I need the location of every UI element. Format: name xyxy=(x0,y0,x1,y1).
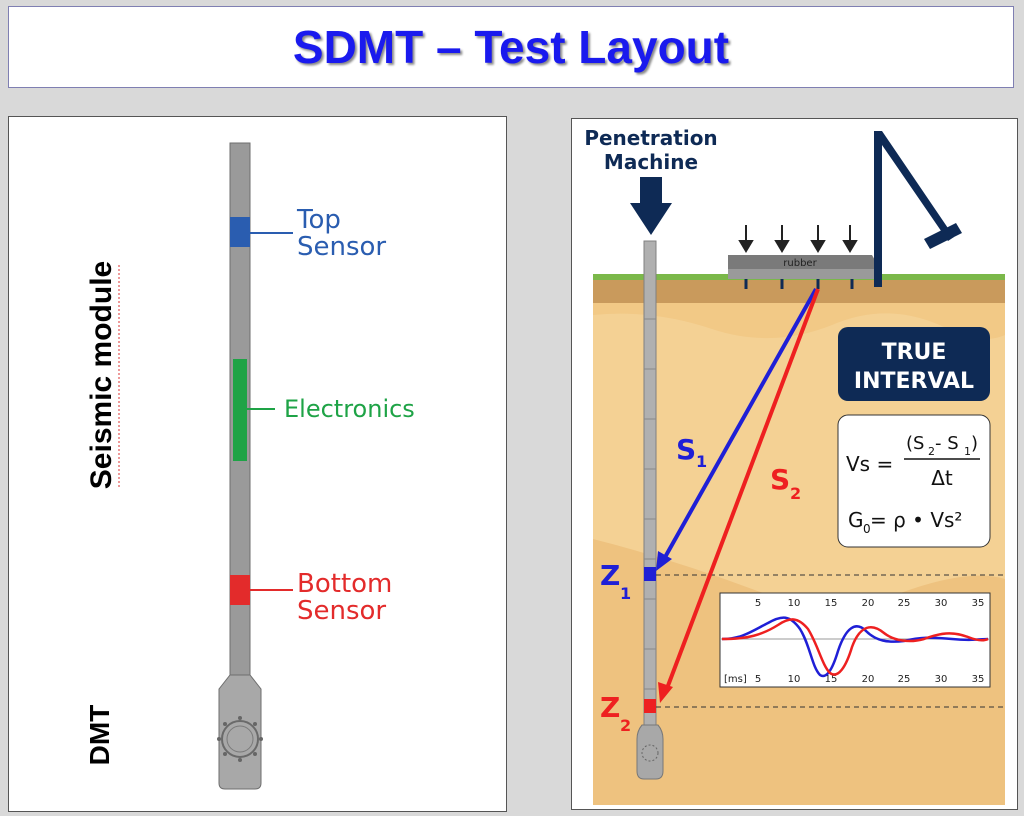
seismic-module-diagram: Top Sensor Electronics Bottom Sensor Sei… xyxy=(84,142,415,790)
topsoil xyxy=(593,279,1005,303)
test-layout-diagram: Penetration Machine rubber xyxy=(584,126,1005,805)
svg-text:20: 20 xyxy=(862,598,875,609)
svg-text:35: 35 xyxy=(972,674,985,685)
svg-text:25: 25 xyxy=(898,598,911,609)
top-sensor-label-2: Sensor xyxy=(297,232,386,262)
formula-g0-rhs: = ρ • Vs² xyxy=(870,508,962,532)
rod xyxy=(643,240,657,772)
svg-text:15: 15 xyxy=(825,674,838,685)
s1-subscript: 1 xyxy=(696,452,707,471)
rubber-pad xyxy=(728,255,880,269)
formula-num-open: (S xyxy=(906,433,924,454)
seismic-module-panel: Top Sensor Electronics Bottom Sensor Sei… xyxy=(8,116,507,812)
s2-arrowhead xyxy=(658,682,673,703)
svg-text:10: 10 xyxy=(788,598,801,609)
electronics-block xyxy=(233,359,247,461)
formula-box xyxy=(837,414,991,548)
seismogram-trace-red xyxy=(721,618,989,676)
machine-label-1: Penetration xyxy=(584,126,717,150)
membrane-icon xyxy=(221,720,259,758)
hammer-icon xyxy=(924,223,962,249)
machine-label-2: Machine xyxy=(604,150,698,174)
dmt-blade xyxy=(218,674,262,790)
formula-vs-lhs: Vs = xyxy=(846,452,893,476)
dmt-label: DMT xyxy=(84,705,115,766)
s2-subscript: 2 xyxy=(790,484,801,503)
true-interval-badge xyxy=(838,327,990,401)
dmt-blade-icon xyxy=(636,724,664,780)
membrane-bolts-icon xyxy=(217,716,263,762)
load-arrows-icon xyxy=(738,225,858,253)
svg-text:25: 25 xyxy=(898,674,911,685)
z1-sensor xyxy=(644,567,656,581)
formula-den: Δt xyxy=(931,466,953,490)
svg-text:5: 5 xyxy=(755,674,761,685)
rubber-label: rubber xyxy=(783,258,817,269)
formula-num-close: ) xyxy=(971,433,978,454)
top-sensor-label-1: Top xyxy=(296,205,341,235)
svg-text:10: 10 xyxy=(788,674,801,685)
formula-num-sub1: 1 xyxy=(964,445,971,458)
ms-label: [ms] xyxy=(724,674,747,685)
electronics-label: Electronics xyxy=(284,395,415,423)
z1-label: Z xyxy=(600,559,620,592)
formula-g0: G xyxy=(848,508,864,532)
seismogram-bottom-ticks: 5 10 15 20 25 30 35 xyxy=(755,674,985,685)
hammer-frame xyxy=(874,131,954,287)
z2-subscript: 2 xyxy=(620,716,631,735)
s1-ray xyxy=(662,288,818,560)
title-banner: SDMT – Test Layout xyxy=(8,6,1014,88)
formula-g0-sub: 0 xyxy=(863,522,871,536)
z2-label: Z xyxy=(600,691,620,724)
svg-text:20: 20 xyxy=(862,674,875,685)
svg-text:5: 5 xyxy=(755,598,761,609)
test-layout-panel: Penetration Machine rubber xyxy=(571,118,1018,810)
seismic-module-label: Seismic module xyxy=(85,261,118,489)
svg-text:35: 35 xyxy=(972,598,985,609)
svg-text:30: 30 xyxy=(935,598,948,609)
formula-num-mid: - S xyxy=(935,433,959,454)
push-arrow-icon xyxy=(630,177,672,235)
svg-text:15: 15 xyxy=(825,598,838,609)
svg-text:30: 30 xyxy=(935,674,948,685)
bottom-sensor-label-2: Sensor xyxy=(297,596,386,626)
bottom-sensor-label-1: Bottom xyxy=(297,569,392,599)
s1-arrowhead xyxy=(656,551,672,571)
s1-label: S xyxy=(676,433,696,466)
formula-num-sub2: 2 xyxy=(928,445,935,458)
true-interval-line-2: INTERVAL xyxy=(854,369,974,394)
seismogram-trace-blue xyxy=(721,616,989,678)
bottom-sensor-block xyxy=(230,575,250,605)
top-sensor-block xyxy=(230,217,250,247)
z2-sensor xyxy=(644,699,656,713)
s2-label: S xyxy=(770,463,790,496)
true-interval-line-1: TRUE xyxy=(882,340,947,365)
page-title: SDMT – Test Layout xyxy=(292,21,730,73)
seismogram-top-ticks: 5 10 15 20 25 30 35 xyxy=(755,598,985,609)
s2-ray xyxy=(664,288,820,692)
z1-subscript: 1 xyxy=(620,584,631,603)
